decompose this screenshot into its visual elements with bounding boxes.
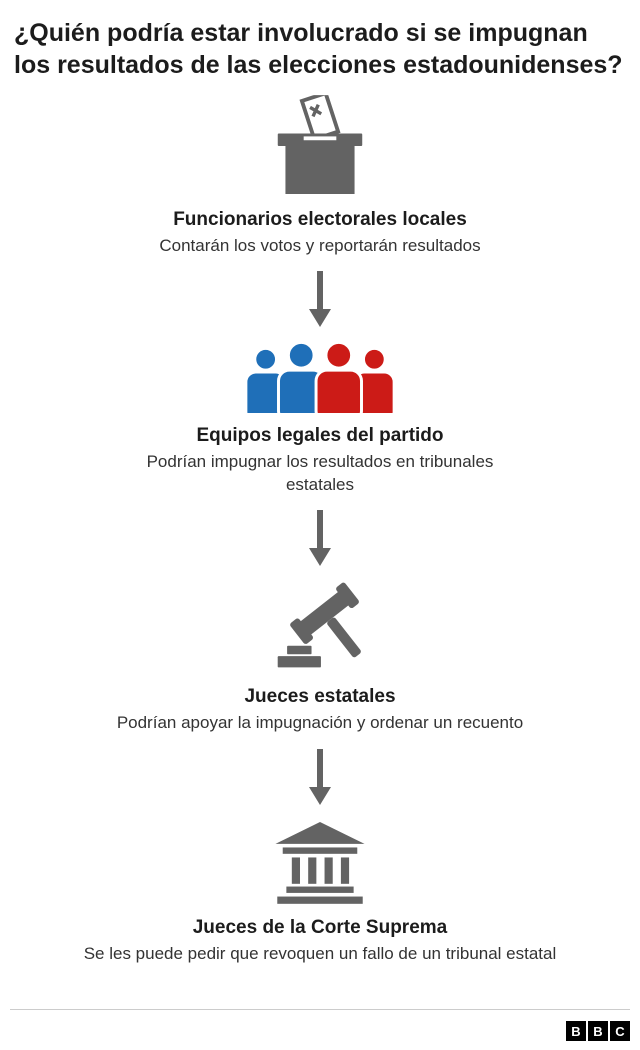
arrow-down-icon — [309, 271, 331, 328]
bbc-logo-letter: B — [588, 1021, 608, 1041]
step-description: Podrían apoyar la impugnación y ordenar … — [116, 713, 524, 733]
step-title: Jueces de la Corte Suprema — [192, 916, 448, 938]
bbc-logo-letter: B — [566, 1021, 586, 1041]
arrow-down-icon — [309, 748, 331, 805]
bbc-logo: B B C — [566, 1021, 630, 1041]
bbc-logo-letter: C — [610, 1021, 630, 1041]
page-title: ¿Quién podría estar involucrado si se im… — [14, 19, 623, 79]
supreme-court-icon — [275, 821, 365, 904]
ballot-box-icon — [277, 95, 363, 194]
gavel-icon — [277, 582, 361, 668]
step-description: Podrían impugnar los resultados en tribu… — [146, 452, 494, 494]
step-description: Contarán los votos y reportarán resultad… — [159, 236, 481, 255]
step-supreme-court: Jueces de la Corte Suprema Se les puede … — [83, 819, 557, 965]
party-legal-teams-icon — [244, 341, 396, 414]
step-title: Funcionarios electorales locales — [173, 209, 467, 230]
step-title: Equipos legales del partido — [196, 425, 444, 447]
step-party-legal-teams: Equipos legales del partido Podrían impu… — [125, 341, 515, 496]
step-state-judges: Jueces estatales Podrían apoyar la impug… — [117, 580, 523, 734]
arrow-down-icon — [309, 510, 331, 567]
step-description: Se les puede pedir que revoquen un fallo… — [83, 943, 557, 963]
step-local-officials: Funcionarios electorales locales Contará… — [159, 95, 481, 257]
footer-divider — [10, 1009, 630, 1010]
step-title: Jueces estatales — [244, 686, 396, 708]
flow-chart: Funcionarios electorales locales Contará… — [12, 95, 628, 965]
